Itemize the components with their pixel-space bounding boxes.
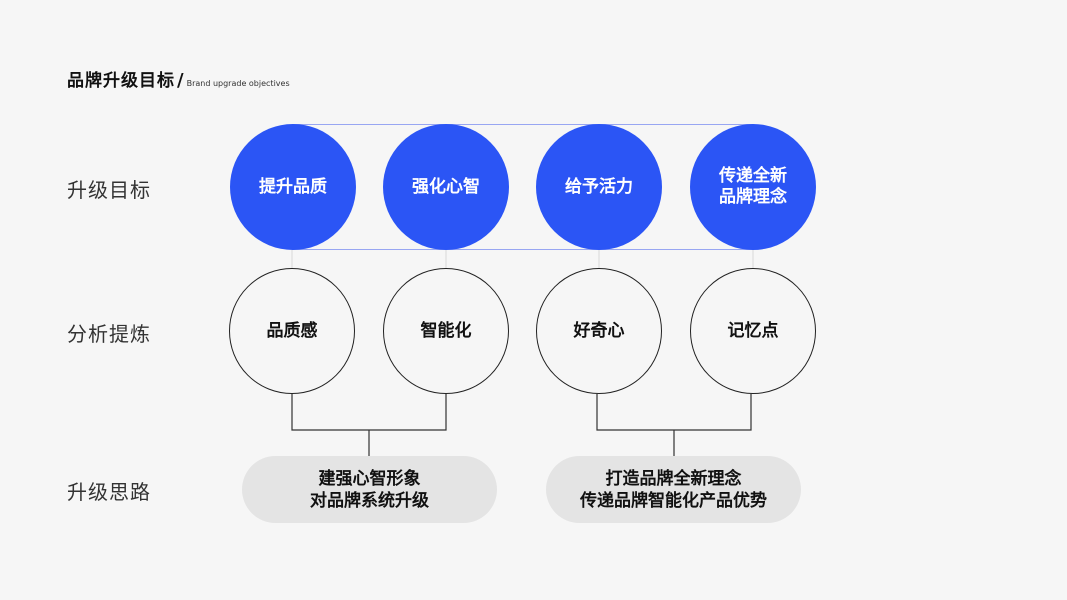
bracket-right bbox=[596, 394, 752, 456]
strategy-pill-2: 打造品牌全新理念 传递品牌智能化产品优势 bbox=[546, 456, 801, 523]
strategy-1-line2: 对品牌系统升级 bbox=[310, 490, 429, 511]
goal-3-line1: 给予活力 bbox=[565, 176, 633, 197]
strategy-2-line2: 传递品牌智能化产品优势 bbox=[580, 490, 767, 511]
strategy-2-line1: 打造品牌全新理念 bbox=[605, 468, 742, 489]
page-title: 品牌升级目标 bbox=[67, 71, 175, 91]
bracket-left bbox=[291, 394, 447, 456]
analysis-circle-2: 智能化 bbox=[383, 268, 509, 394]
goal-4-line2: 品牌理念 bbox=[719, 187, 787, 207]
goal-circle-3: 给予活力 bbox=[536, 124, 662, 250]
strategy-pill-1: 建强心智形象 对品牌系统升级 bbox=[242, 456, 497, 523]
title-separator: / bbox=[177, 70, 184, 91]
analysis-circle-4: 记忆点 bbox=[690, 268, 816, 394]
goal-circle-4: 传递全新 品牌理念 bbox=[690, 124, 816, 250]
page-subtitle: Brand upgrade objectives bbox=[186, 79, 290, 88]
analysis-4-label: 记忆点 bbox=[727, 320, 779, 341]
analysis-circle-1: 品质感 bbox=[229, 268, 355, 394]
page-header: 品牌升级目标 / Brand upgrade objectives bbox=[67, 66, 290, 91]
row-label-analysis: 分析提炼 bbox=[67, 322, 151, 346]
goal-circle-2: 强化心智 bbox=[383, 124, 509, 250]
strategy-1-line1: 建强心智形象 bbox=[318, 468, 421, 489]
goal-circle-1: 提升品质 bbox=[230, 124, 356, 250]
goal-1-line1: 提升品质 bbox=[259, 176, 327, 197]
row-label-strategy: 升级思路 bbox=[67, 480, 151, 504]
analysis-1-label: 品质感 bbox=[266, 320, 318, 341]
analysis-circle-3: 好奇心 bbox=[536, 268, 662, 394]
goal-4-line1: 传递全新 bbox=[719, 166, 787, 186]
analysis-2-label: 智能化 bbox=[420, 320, 472, 341]
goals-frame bbox=[292, 124, 753, 250]
row-label-goals: 升级目标 bbox=[67, 178, 151, 202]
analysis-3-label: 好奇心 bbox=[573, 320, 625, 341]
goal-2-line1: 强化心智 bbox=[412, 176, 480, 197]
